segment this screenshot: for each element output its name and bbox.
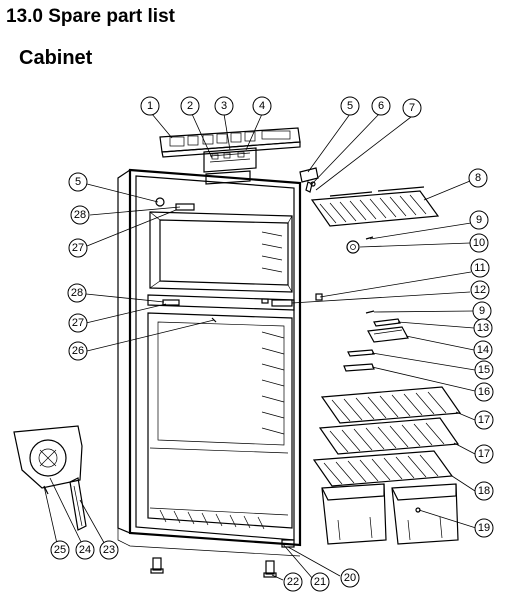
svg-text:3: 3	[221, 100, 227, 112]
svg-text:18: 18	[478, 485, 490, 497]
svg-text:16: 16	[478, 386, 490, 398]
svg-text:5: 5	[75, 176, 81, 188]
callout-24: 24	[75, 540, 95, 560]
callout-7: 7	[402, 98, 422, 118]
callout-5: 5	[340, 96, 360, 116]
callout-16: 16	[474, 382, 494, 402]
callout-28: 28	[70, 205, 90, 225]
callout-28b: 28	[67, 283, 87, 303]
callout-21: 21	[310, 572, 330, 592]
svg-text:28: 28	[74, 209, 86, 221]
callout-8: 8	[468, 168, 488, 188]
svg-text:27: 27	[72, 242, 84, 254]
callout-4: 4	[252, 96, 272, 116]
callout-14: 14	[473, 340, 493, 360]
callout-1: 1	[140, 96, 160, 116]
svg-text:11: 11	[474, 262, 485, 274]
svg-text:21: 21	[314, 576, 326, 588]
refrigerator-cabinet	[117, 168, 302, 578]
callout-25: 25	[50, 540, 70, 560]
svg-text:17: 17	[478, 414, 490, 426]
callout-9: 9	[469, 210, 489, 230]
svg-text:7: 7	[409, 102, 415, 114]
freezer-shelf	[310, 186, 440, 227]
leader-lines	[43, 112, 477, 581]
svg-text:5: 5	[347, 100, 353, 112]
cabinet-subtitle: Cabinet	[19, 47, 93, 69]
callout-2: 2	[180, 96, 200, 116]
svg-text:9: 9	[479, 305, 485, 317]
svg-text:9: 9	[476, 214, 482, 226]
callout-22: 22	[283, 572, 303, 592]
fridge-shelves	[312, 386, 462, 487]
svg-text:6: 6	[378, 100, 384, 112]
crisper-drawers	[321, 483, 459, 545]
callout-5b: 5	[68, 172, 88, 192]
condenser-fan-assembly	[13, 425, 87, 531]
section-title: 13.0 Spare part list	[6, 6, 175, 27]
svg-text:23: 23	[103, 544, 115, 556]
thermostat-knob	[346, 236, 374, 254]
svg-text:4: 4	[259, 100, 265, 112]
svg-text:14: 14	[477, 344, 489, 356]
svg-text:24: 24	[79, 544, 91, 556]
callout-27b: 27	[68, 313, 88, 333]
svg-text:25: 25	[54, 544, 66, 556]
lamp-parts	[315, 293, 409, 343]
svg-text:22: 22	[287, 576, 299, 588]
callout-27: 27	[68, 238, 88, 258]
callout-12: 12	[470, 280, 490, 300]
svg-text:15: 15	[478, 364, 490, 376]
svg-text:2: 2	[187, 100, 193, 112]
callout-11: 11	[470, 258, 490, 278]
callout-10: 10	[469, 233, 489, 253]
control-board	[203, 147, 257, 185]
callout-26: 26	[68, 341, 88, 361]
svg-text:26: 26	[72, 345, 84, 357]
callout-19: 19	[474, 518, 494, 538]
callout-20: 20	[340, 568, 360, 588]
svg-text:1: 1	[147, 100, 153, 112]
callout-13: 13	[473, 318, 493, 338]
svg-text:20: 20	[344, 572, 356, 584]
callout-15: 15	[474, 360, 494, 380]
svg-text:17: 17	[478, 448, 490, 460]
callout-17: 17	[474, 410, 494, 430]
svg-text:19: 19	[478, 522, 490, 534]
svg-text:28: 28	[71, 287, 83, 299]
egg-tray-parts	[343, 349, 375, 372]
callout-6: 6	[371, 96, 391, 116]
svg-text:27: 27	[72, 317, 84, 329]
svg-text:8: 8	[475, 172, 481, 184]
callout-17b: 17	[474, 444, 494, 464]
svg-text:10: 10	[473, 237, 485, 249]
callout-18: 18	[474, 481, 494, 501]
svg-text:13: 13	[477, 322, 489, 334]
callout-9b: 9	[472, 301, 492, 321]
top-control-panel	[159, 127, 301, 158]
callout-3: 3	[214, 96, 234, 116]
svg-text:12: 12	[474, 284, 486, 296]
callout-23: 23	[99, 540, 119, 560]
